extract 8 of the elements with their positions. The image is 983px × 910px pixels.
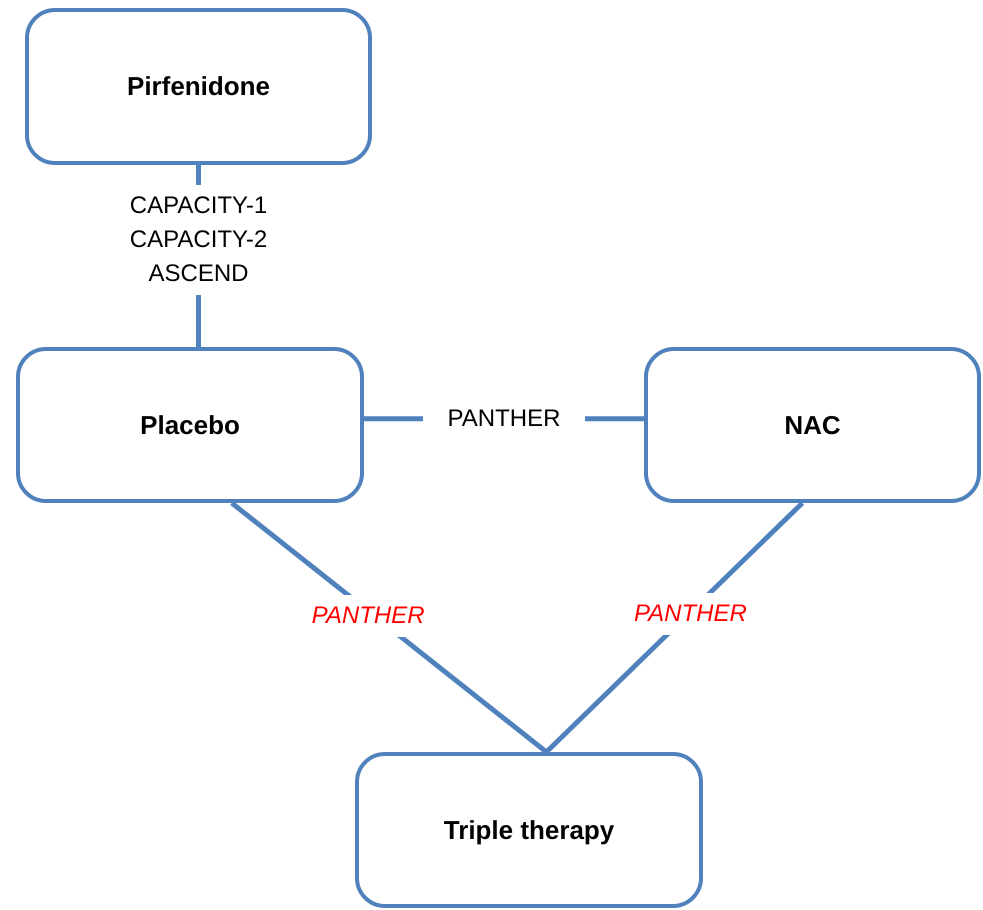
rounded-box <box>25 8 372 165</box>
node-label: Placebo <box>140 410 240 440</box>
node-label: Triple therapy <box>444 814 614 846</box>
rounded-box <box>644 347 981 503</box>
node-label: Pirfenidone <box>126 71 270 102</box>
rounded-box <box>16 347 364 503</box>
rounded-box <box>355 752 703 908</box>
node-label: NAC <box>784 410 841 440</box>
